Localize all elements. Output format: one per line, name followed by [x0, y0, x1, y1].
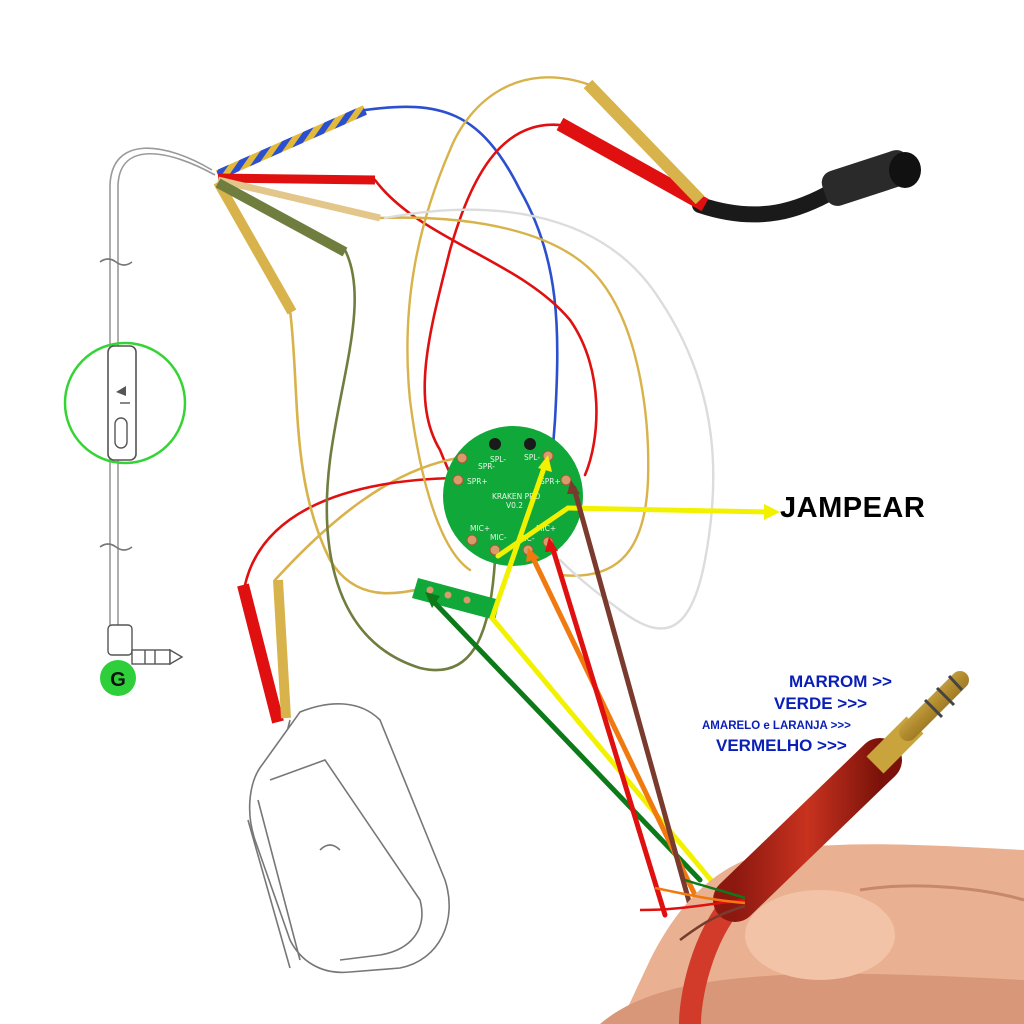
pad-spl-minus-right: SPL-: [524, 453, 540, 462]
headband-outline: [99, 147, 216, 640]
pad-mic-plus-left: MIC+: [470, 524, 490, 533]
pad-spr-plus-left: SPR+: [467, 477, 488, 486]
pad-spr-minus: SPR-: [478, 462, 495, 471]
pcb-hole-right: [524, 438, 536, 450]
wire-sleeves: [213, 79, 709, 724]
pcb-hole-left: [489, 438, 501, 450]
hand-with-jack-photo: [600, 671, 1024, 1024]
pcb-version: V0.2: [506, 501, 523, 510]
logo-letter: G: [110, 669, 126, 691]
strip-board: [412, 578, 500, 620]
verde-label: VERDE >>>: [774, 694, 868, 713]
connection-arrows: [425, 455, 780, 918]
microphone-boom: [692, 150, 921, 223]
pad-mic-plus-right: MIC+: [536, 524, 556, 533]
cable-plug: [107, 624, 184, 666]
pad-mic-minus-left: MIC-: [490, 533, 507, 542]
jampear-label: JAMPEAR: [780, 492, 926, 524]
earcup-outline: [247, 703, 450, 974]
logo-badge: G: [100, 660, 136, 696]
vermelho-label: VERMELHO >>>: [716, 736, 847, 755]
amarelo-laranja-label: AMARELO e LARANJA >>>: [702, 720, 851, 732]
volume-control-highlight: [63, 341, 187, 465]
marrom-label: MARROM >>: [789, 672, 892, 691]
pad-spr-plus-right: SPR+: [540, 477, 561, 486]
pad-spl-minus-left: SPL-: [490, 455, 506, 464]
pcb-name: KRAKEN PRO: [492, 492, 540, 501]
